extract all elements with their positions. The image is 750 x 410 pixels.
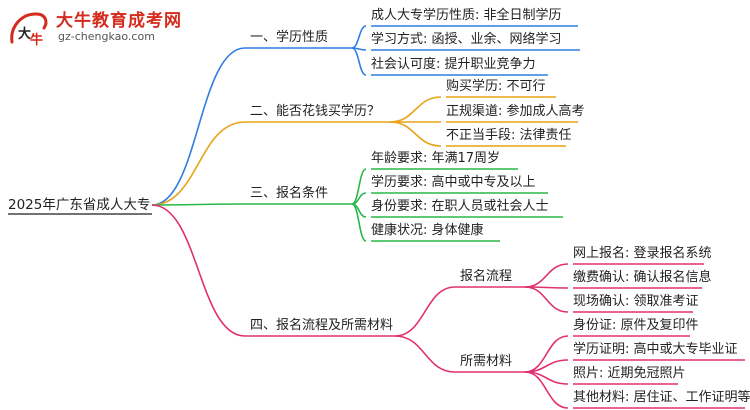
leaf-3-3: 身份要求: 在职人员或社会人士 (371, 199, 549, 214)
edge-sub-4-2 (394, 335, 456, 373)
edge-root-branch-1 (151, 47, 246, 206)
leaf-4-1-3: 现场确认: 领取准考证 (573, 294, 699, 309)
edge-root-branch-2 (151, 121, 246, 206)
leaf-2-3: 不正当手段: 法律责任 (446, 128, 572, 143)
root-node: 2025年广东省成人大专 (8, 197, 151, 213)
logo-icon: 大 牛 (10, 12, 48, 48)
edge-leaf-1-3 (351, 47, 367, 76)
svg-text:大: 大 (18, 26, 31, 42)
edge-leaf-2-1 (389, 96, 442, 123)
edge-root-branch-3 (151, 203, 246, 206)
edge-leaf-3-4 (351, 203, 367, 242)
leaf-1-1: 成人大专学历性质: 非全日制学历 (371, 8, 562, 23)
svg-text:牛: 牛 (30, 32, 43, 48)
leaf-4-2-2: 学历证明: 高中或大专毕业证 (573, 342, 738, 357)
branch-label-1: 一、学历性质 (250, 30, 329, 45)
leaf-4-1-2: 缴费确认: 确认报名信息 (573, 270, 712, 285)
leaf-4-1-1: 网上报名: 登录报名系统 (573, 246, 712, 261)
leaf-3-1: 年龄要求: 年满17周岁 (371, 151, 501, 166)
logo-title: 大牛教育成考网 (56, 11, 182, 31)
edge-leaf-4-1-1 (524, 263, 569, 288)
sub-label-4-2: 所需材料 (460, 354, 513, 369)
branch-label-4: 四、报名流程及所需材料 (250, 318, 394, 333)
edge-root-branch-4 (151, 204, 246, 337)
branch-label-3: 三、报名条件 (250, 186, 329, 201)
leaf-3-4: 健康状况: 身体健康 (371, 223, 484, 238)
edge-leaf-1-1 (351, 25, 367, 49)
edge-sub-4-1 (394, 286, 456, 337)
leaf-2-1: 购买学历: 不可行 (446, 79, 546, 94)
sub-label-4-1: 报名流程 (460, 269, 513, 284)
edge-leaf-4-2-4 (524, 371, 569, 409)
edge-leaf-2-3 (389, 121, 442, 147)
edge-leaf-4-1-3 (524, 286, 569, 313)
leaf-4-2-1: 身份证: 原件及复印件 (573, 318, 699, 333)
leaf-1-3: 社会认可度: 提升职业竞争力 (371, 57, 536, 72)
branch-label-2: 二、能否花钱买学历？ (250, 104, 381, 119)
leaf-1-2: 学习方式: 函授、业余、网络学习 (371, 32, 562, 47)
logo-url: gz-chengkao.com (58, 30, 155, 43)
leaf-4-2-4: 其他材料: 居住证、工作证明等 (573, 390, 750, 405)
leaf-2-2: 正规渠道: 参加成人高考 (446, 104, 585, 119)
leaf-3-2: 学历要求: 高中或中专及以上 (371, 175, 536, 190)
leaf-4-2-3: 照片: 近期免冠照片 (573, 366, 686, 381)
